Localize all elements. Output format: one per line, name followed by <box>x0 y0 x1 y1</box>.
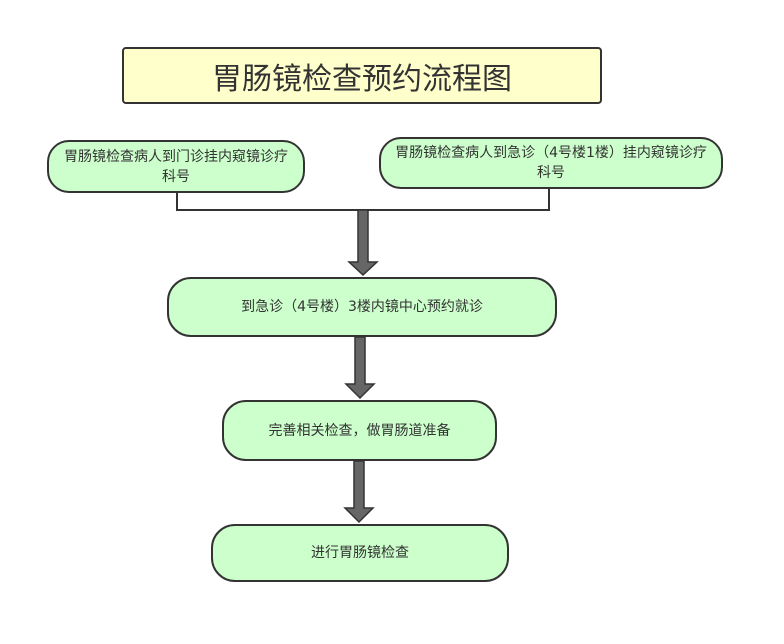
merge-connector-line <box>176 189 550 211</box>
node-outpatient-registration: 胃肠镜检查病人到门诊挂内窥镜诊疗科号 <box>47 140 305 193</box>
node-perform-examination: 进行胃肠镜检查 <box>211 524 509 582</box>
node-emergency-registration: 胃肠镜检查病人到急诊（4号楼1楼）挂内窥镜诊疗科号 <box>379 137 723 189</box>
diagram-title: 胃肠镜检查预约流程图 <box>122 47 602 104</box>
arrow-down-icon <box>343 460 375 524</box>
arrow-down-icon <box>347 209 379 277</box>
node-endoscopy-center-appointment: 到急诊（4号楼）3楼内镜中心预约就诊 <box>167 277 557 337</box>
node-preparation: 完善相关检查，做胃肠道准备 <box>222 400 497 461</box>
arrow-down-icon <box>344 336 376 400</box>
